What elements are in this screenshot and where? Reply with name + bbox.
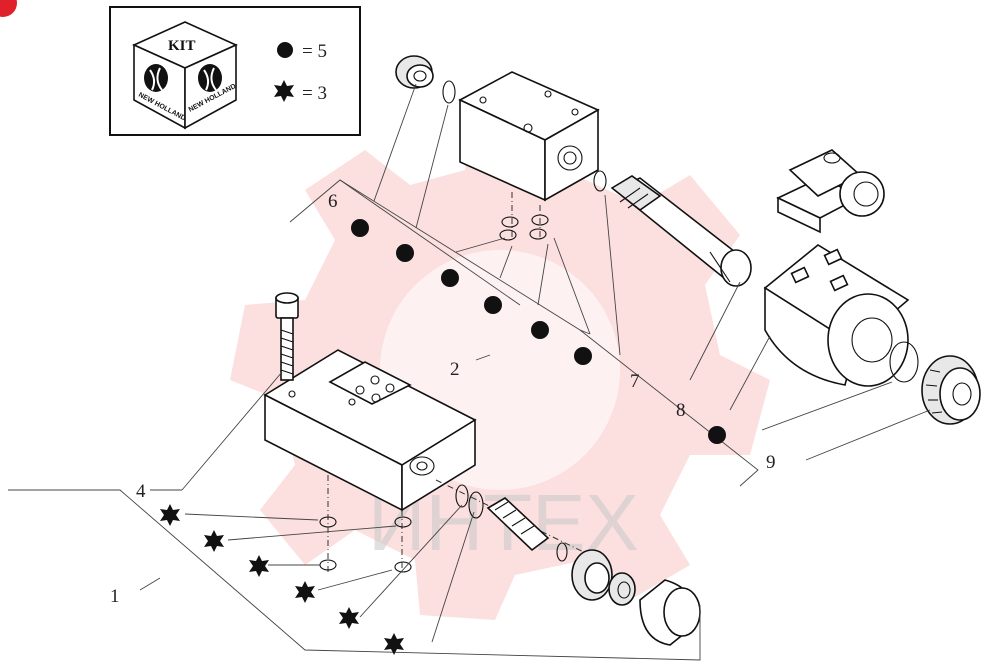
plug-fitting <box>395 55 434 89</box>
legend-dot-count: = 5 <box>302 41 327 62</box>
electrical-connector <box>776 149 885 234</box>
o-ring <box>442 80 456 104</box>
kit-dot <box>574 347 592 365</box>
upper-valve-block <box>458 71 600 202</box>
kit-legend: KIT NEW HOLLAND NEW HOLLAND = 5 = 3 <box>109 6 361 136</box>
callout-1: 1 <box>110 586 120 607</box>
kit-star <box>160 504 180 526</box>
kit-dot <box>484 296 502 314</box>
lower-valve-block <box>263 349 477 512</box>
kit-star <box>295 581 315 603</box>
kit-star <box>204 530 224 552</box>
kit-star-markers <box>160 504 404 655</box>
kit-dot <box>708 426 726 444</box>
kit-star <box>384 633 404 655</box>
kit-star <box>339 607 359 629</box>
callout-4: 4 <box>136 481 146 502</box>
leader-lines <box>8 83 931 661</box>
kit-dot <box>351 219 369 237</box>
legend-dot-icon <box>277 42 293 58</box>
cartridge-valve <box>593 170 752 287</box>
kit-dot-markers <box>351 219 726 444</box>
callout-7: 7 <box>630 371 640 392</box>
legend-star-count: = 3 <box>302 83 327 104</box>
coil-o-ring <box>889 341 919 383</box>
kit-dot <box>531 321 549 339</box>
legend-star-icon <box>274 80 294 102</box>
lower-seals <box>319 475 412 575</box>
ring-nut <box>921 355 981 425</box>
lower-cartridge-assembly <box>435 479 701 646</box>
kit-title: KIT <box>168 38 196 54</box>
corner-marker <box>0 0 17 17</box>
solenoid-coil <box>763 244 910 387</box>
callout-9: 9 <box>766 452 776 473</box>
upper-seals <box>499 192 549 241</box>
callout-8: 8 <box>676 400 686 421</box>
kit-dot <box>396 244 414 262</box>
kit-star <box>249 555 269 577</box>
callout-2: 2 <box>450 359 460 380</box>
callout-6: 6 <box>328 191 338 212</box>
cap-screw <box>275 292 299 381</box>
kit-dot <box>441 269 459 287</box>
new-holland-leaf-icon <box>144 64 222 92</box>
